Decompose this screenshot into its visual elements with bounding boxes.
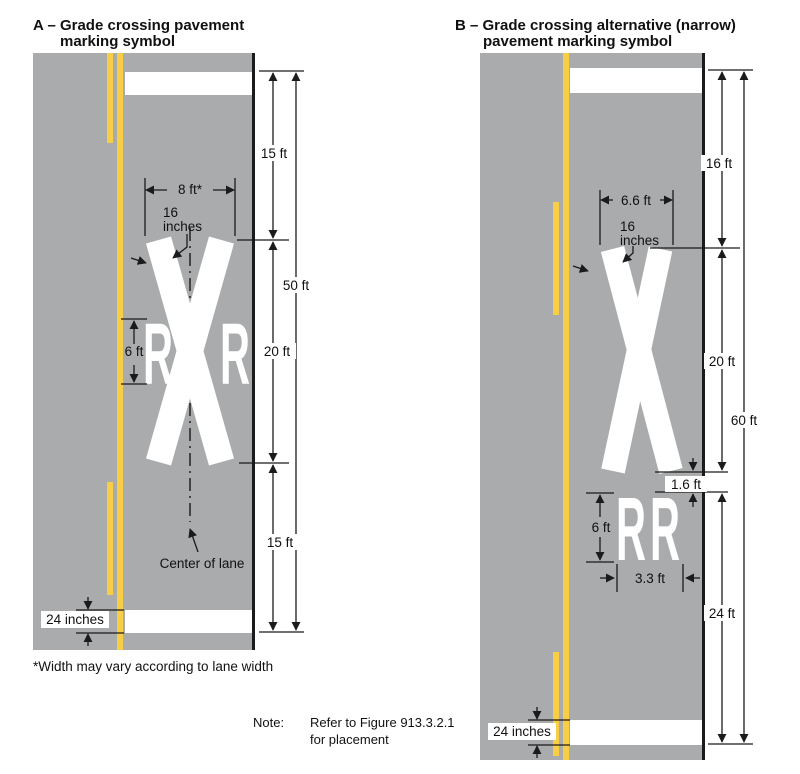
dim-label-r-height-a: 6 ft	[125, 344, 144, 359]
dimension-stack-right-b: 16 ft 20 ft 60 ft 24 ft	[650, 69, 763, 745]
rr-letter-left-b: R	[616, 480, 646, 580]
dimension-stop-bar-b: 24 inches	[488, 707, 570, 758]
footnote-a: *Width may vary according to lane width	[33, 659, 273, 674]
label-bg	[726, 412, 763, 428]
label-bg	[701, 155, 738, 171]
callout-stroke-width-b: 16 inches	[572, 219, 659, 273]
dim-label-width-a: 8 ft*	[178, 182, 203, 197]
dimension-symbol-width-a: 8 ft*	[144, 178, 236, 236]
dim-label-rr-width-b: 3.3 ft	[635, 571, 665, 586]
note-line1: Refer to Figure 913.3.2.1	[310, 715, 455, 730]
label-bg	[665, 476, 707, 492]
yellow-line-left-seg1-b	[553, 202, 559, 315]
panel-a-title-line1: A – Grade crossing pavement	[33, 17, 244, 34]
panel-a-title-line2: marking symbol	[60, 33, 175, 50]
dim-label-total-a: 50 ft	[283, 278, 310, 293]
dim-label-symbol-a: 20 ft	[264, 344, 291, 359]
center-of-lane-label: Center of lane	[160, 556, 245, 571]
panel-a: A – Grade crossing pavement marking symb…	[33, 17, 315, 674]
dimension-r-height-a: 6 ft	[121, 318, 147, 385]
label-bg	[488, 723, 556, 740]
leader-arrow-small	[130, 256, 147, 265]
leader-arrow	[172, 234, 188, 259]
label-bg	[256, 145, 292, 161]
stroke-label-line2-b: inches	[620, 233, 659, 248]
dim-label-symbol-b: 20 ft	[709, 354, 736, 369]
dim-label-gap-b: 1.6 ft	[671, 477, 701, 492]
dim-label-stop-bar-b: 24 inches	[493, 724, 551, 739]
panel-b-title-line2: pavement marking symbol	[483, 33, 672, 50]
crossing-bar-b	[570, 68, 702, 93]
dimension-stack-right-a: 15 ft 50 ft 20 ft 15 ft	[237, 70, 315, 633]
rr-letter-left-a: R	[143, 306, 173, 403]
label-bg	[704, 353, 741, 369]
dimension-stop-bar-a: 24 inches	[41, 597, 124, 646]
rr-letter-right-b: R	[650, 480, 680, 580]
callout-stroke-width-a: 16 inches	[130, 205, 202, 265]
dim-label-bottom-b: 24 ft	[709, 606, 736, 621]
leader-arrow	[622, 246, 634, 263]
label-bg	[704, 605, 741, 621]
dim-label-width-b: 6.6 ft	[621, 193, 651, 208]
label-bg	[259, 343, 296, 359]
dimension-r-height-b: 6 ft	[586, 492, 614, 563]
dim-label-top-a: 15 ft	[261, 146, 288, 161]
stop-bar-b	[570, 720, 702, 745]
panel-b: B – Grade crossing alternative (narrow) …	[455, 17, 763, 760]
dim-label-stop-bar-a: 24 inches	[46, 612, 104, 627]
dim-label-r-height-b: 6 ft	[592, 520, 611, 535]
leader-arrow	[188, 528, 199, 553]
callout-center-of-lane-a: Center of lane	[160, 528, 245, 571]
stroke-label-line2-a: inches	[163, 219, 202, 234]
yellow-line-left-seg1-a	[107, 53, 113, 143]
yellow-line-right-a	[117, 53, 123, 650]
dimension-gap-b: 1.6 ft	[655, 458, 728, 507]
road-edge-line-a	[252, 53, 255, 650]
crossbuck-x-b	[600, 245, 683, 475]
crossing-bar-a	[125, 72, 252, 95]
note-label: Note:	[253, 715, 284, 730]
x-arm-right-a	[145, 236, 235, 466]
dimension-symbol-width-b: 6.6 ft	[599, 190, 674, 245]
roadway-b	[480, 53, 702, 760]
yellow-line-left-seg2-b	[553, 652, 559, 756]
note-line2: for placement	[310, 732, 389, 747]
stroke-label-line1-b: 16	[620, 219, 635, 234]
figure-note: Note: Refer to Figure 913.3.2.1 for plac…	[253, 715, 455, 747]
stroke-label-line1-a: 16	[163, 205, 178, 220]
crossbuck-x-a	[145, 236, 235, 466]
dim-label-top-b: 16 ft	[706, 156, 733, 171]
label-bg	[41, 611, 109, 628]
yellow-line-left-seg2-a	[107, 482, 113, 595]
roadway-a	[33, 53, 255, 650]
x-arm-right-b	[601, 246, 673, 474]
road-edge-line-b	[702, 53, 705, 760]
panel-b-title-line1: B – Grade crossing alternative (narrow)	[455, 17, 736, 34]
dim-label-bottom-a: 15 ft	[267, 535, 294, 550]
rr-letter-right-a: R	[220, 306, 250, 403]
label-bg	[262, 534, 299, 550]
dim-label-total-b: 60 ft	[731, 413, 758, 428]
label-bg	[278, 277, 315, 293]
yellow-line-right-b	[563, 53, 569, 760]
dimension-rr-width-b: 3.3 ft	[600, 564, 700, 592]
leader-arrow-small	[572, 264, 589, 273]
stop-bar-a	[125, 610, 252, 633]
